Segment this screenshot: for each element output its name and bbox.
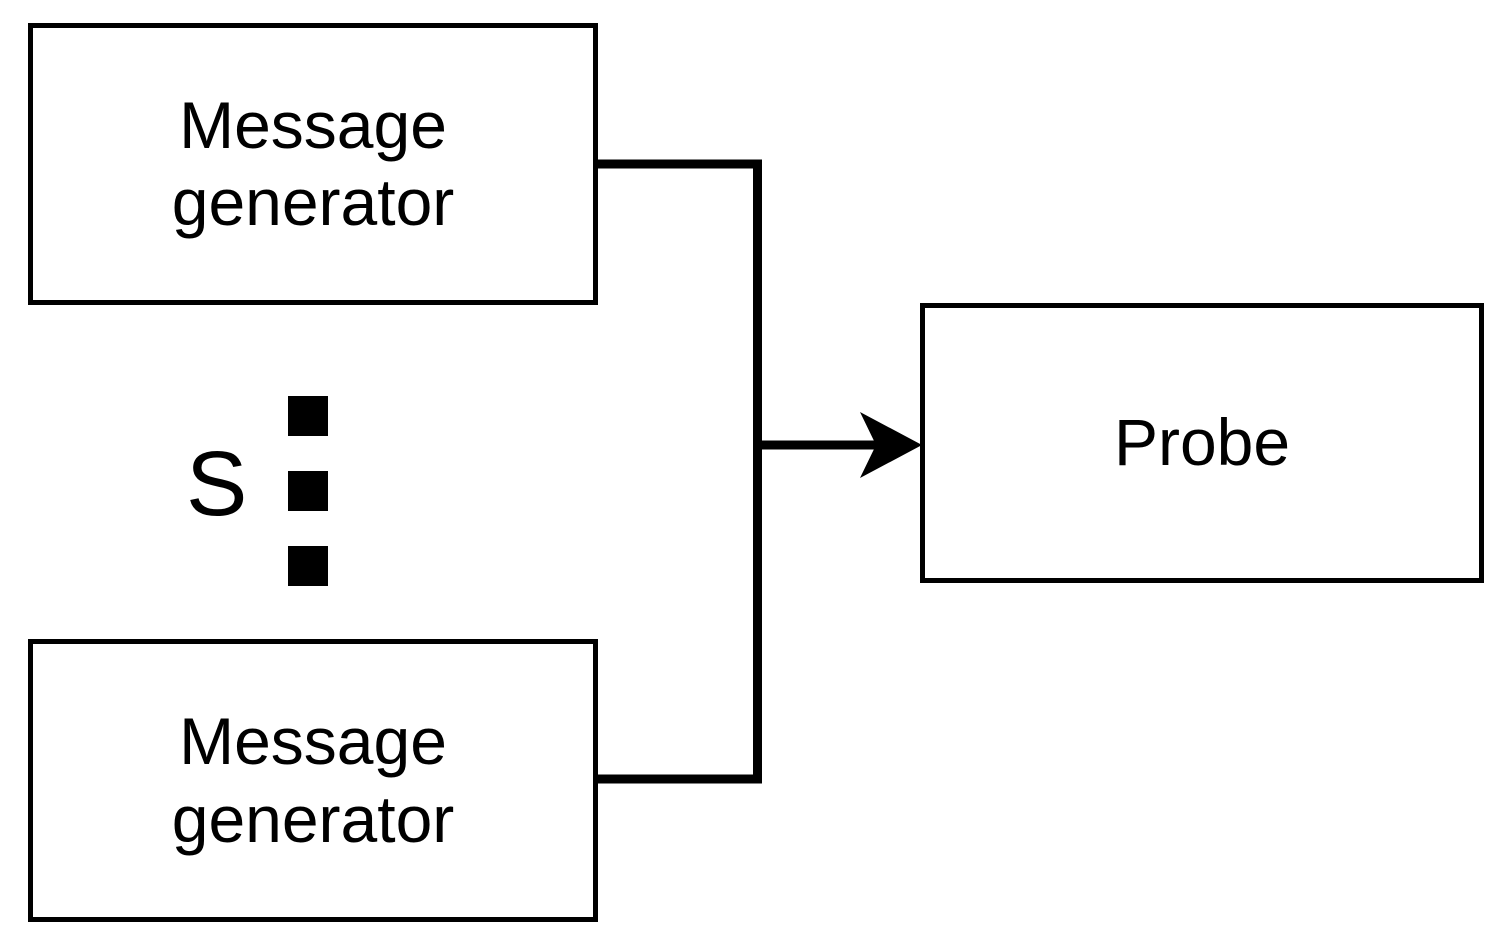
- vertical-ellipsis: [288, 396, 328, 586]
- node-label: Probe: [1113, 405, 1291, 480]
- ellipsis-dot-icon: [288, 471, 328, 511]
- ellipsis-s-label: S: [186, 433, 248, 535]
- merge-connector-line: [598, 159, 762, 784]
- ellipsis-dot-icon: [288, 546, 328, 586]
- node-message-generator-bottom: Message generator: [28, 639, 598, 922]
- arrowhead-icon: [860, 412, 922, 478]
- node-probe: Probe: [920, 303, 1484, 583]
- node-label: Message generator: [171, 87, 455, 239]
- node-message-generator-top: Message generator: [28, 23, 598, 305]
- node-label: Message generator: [171, 704, 455, 856]
- ellipsis-dot-icon: [288, 396, 328, 436]
